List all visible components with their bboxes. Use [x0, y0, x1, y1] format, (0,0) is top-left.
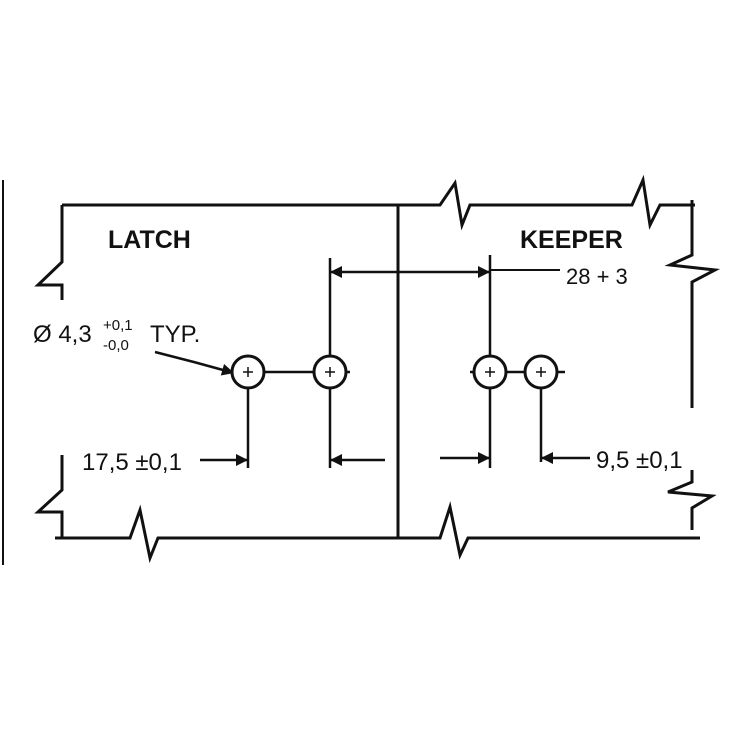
- spacing-label: 28 + 3: [566, 264, 628, 289]
- spacing-dimension: [328, 255, 560, 370]
- typ-label: TYP.: [150, 321, 200, 348]
- keeper-hole-left: [472, 354, 508, 390]
- latch-hole-right: [312, 354, 348, 390]
- hole-callout-leader: [154, 350, 235, 376]
- panel-outline: [34, 174, 721, 564]
- latch-label: LATCH: [108, 226, 191, 254]
- tolerance-minus-label: -0,0: [103, 337, 129, 354]
- keeper-label: KEEPER: [520, 226, 623, 254]
- keeper-pitch-label: 9,5 ±0,1: [596, 447, 683, 474]
- tolerance-plus-label: +0,1: [103, 317, 133, 334]
- keeper-hole-right: [523, 354, 559, 390]
- hole-diameter-label: Ø 4,3: [33, 321, 92, 348]
- latch-pitch-label: 17,5 ±0,1: [82, 449, 182, 476]
- latch-hole-left: [230, 354, 266, 390]
